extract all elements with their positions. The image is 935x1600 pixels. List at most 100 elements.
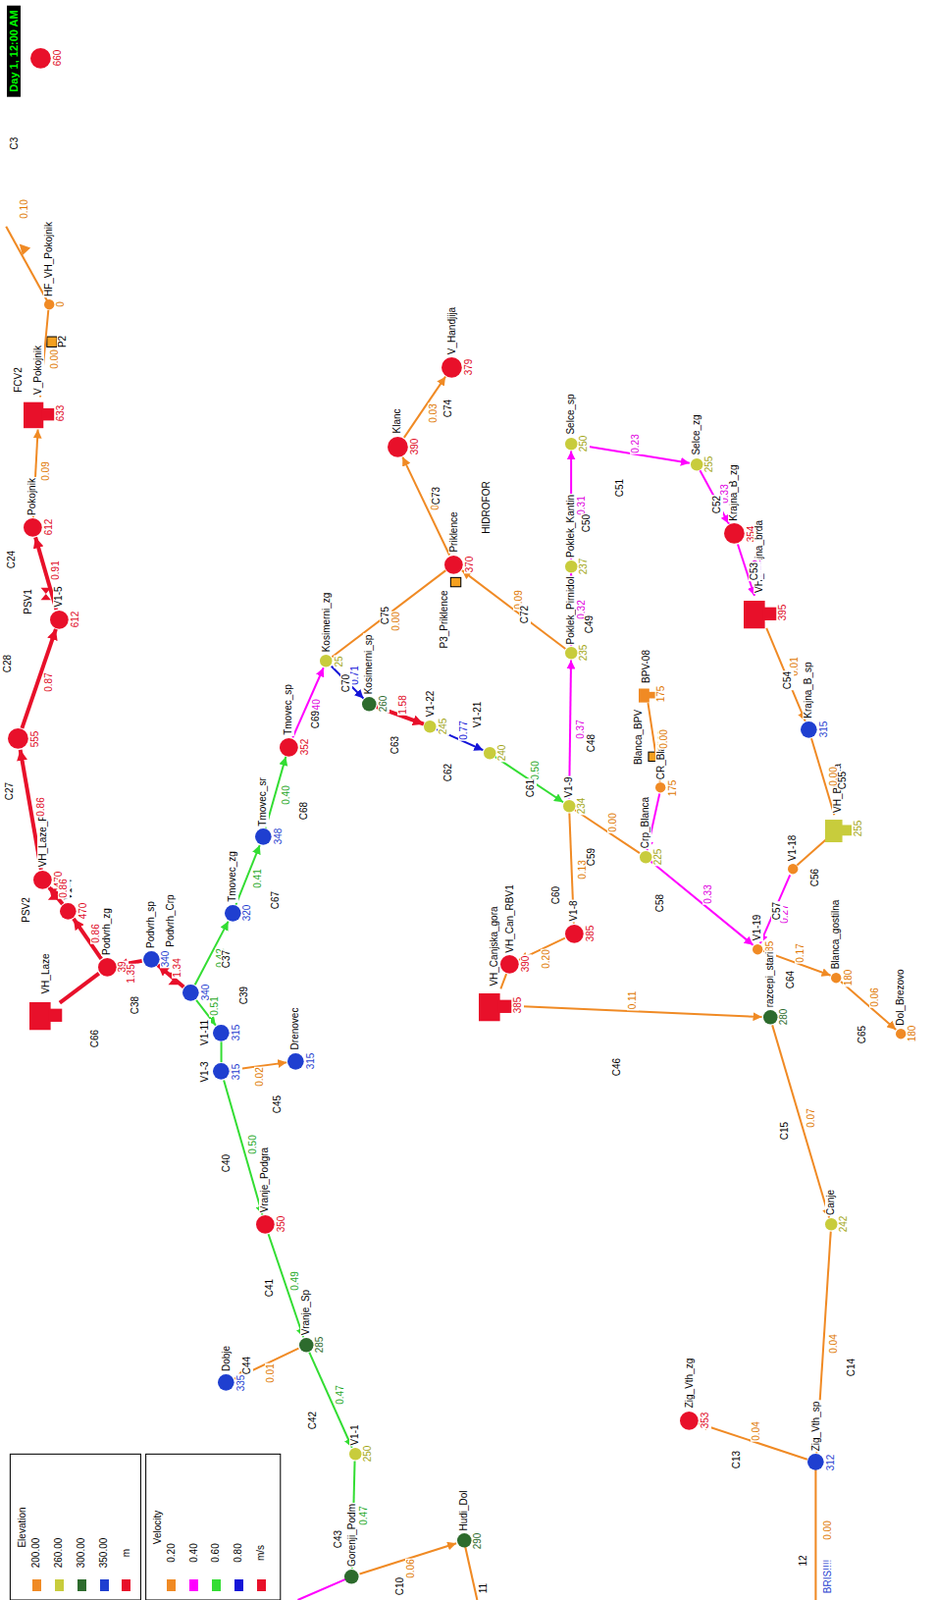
tank-top xyxy=(497,999,511,1013)
junction-node: Zig_Vth_zg353 xyxy=(679,1410,699,1430)
junction-node: Krajna_B_sp315 xyxy=(800,721,818,738)
junction-node: Vranje_Podgra350 xyxy=(256,1214,275,1234)
junction-dot xyxy=(763,1009,779,1025)
junction-dot xyxy=(212,1024,230,1041)
elevation-value: 225 xyxy=(652,847,665,867)
node-name: Blanca_gostilna xyxy=(830,898,842,971)
junction-node: Dobje335 xyxy=(217,1373,235,1391)
junction-dot xyxy=(33,870,52,889)
elevation-value: 250 xyxy=(362,1444,374,1463)
node-name: V1-5 xyxy=(52,585,65,609)
node-symbol xyxy=(212,1062,230,1080)
map-label: C27 xyxy=(3,779,16,800)
map-label: C59 xyxy=(585,846,598,867)
map-label: C37 xyxy=(220,948,233,969)
node-symbol xyxy=(59,902,77,920)
pipe-line xyxy=(500,973,507,988)
map-label: C15 xyxy=(779,1120,791,1141)
map-label: C75 xyxy=(379,605,392,625)
junction-node: Zig_Vth_sp312 xyxy=(807,1453,825,1470)
pipe-line xyxy=(495,756,564,802)
legend-value: 300.00 xyxy=(75,1536,88,1569)
pipe-line xyxy=(766,627,806,722)
elevation-value: 340 xyxy=(159,949,172,969)
node-symbol xyxy=(457,1532,472,1548)
node-symbol xyxy=(483,746,496,759)
node-symbol xyxy=(825,815,852,842)
junction-node: V1-8385 xyxy=(565,924,584,943)
junction-dot xyxy=(319,654,332,667)
node-symbol xyxy=(224,904,242,922)
node-symbol xyxy=(800,721,818,738)
junction-dot xyxy=(23,518,43,537)
elevation-value: 320 xyxy=(241,903,254,923)
map-label: C49 xyxy=(583,614,596,634)
junction-dot xyxy=(212,1062,230,1080)
pipe-line xyxy=(796,837,828,866)
node-name: VH_Laze xyxy=(40,952,52,995)
node-name: Crp_Blanca xyxy=(639,795,652,849)
node-symbol xyxy=(50,610,69,629)
map-label: C38 xyxy=(129,994,142,1015)
legend-swatch xyxy=(77,1578,87,1591)
junction-dot xyxy=(143,950,160,968)
node-symbol xyxy=(217,1373,235,1391)
elevation-value: 245 xyxy=(437,717,450,736)
elevation-value: 260 xyxy=(377,694,390,714)
junction-node: V_Handjija379 xyxy=(441,357,463,378)
legend-swatch xyxy=(121,1578,131,1591)
velocity-label: 0.02 xyxy=(254,1065,266,1087)
junction-node: Poklek_Pirnidol235 xyxy=(565,646,577,659)
junction-node: V1-19185 xyxy=(752,943,763,954)
node-symbol xyxy=(287,1052,305,1070)
legend-value: 0.40 xyxy=(188,1541,201,1562)
legend-value: 0.80 xyxy=(232,1541,245,1562)
junction-dot xyxy=(457,1532,472,1548)
elevation-value: 312 xyxy=(825,1452,837,1471)
junction-dot xyxy=(639,850,652,863)
velocity-label: 0.07 xyxy=(805,1106,818,1128)
map-label: C74 xyxy=(442,398,455,418)
node-symbol xyxy=(565,437,577,450)
map-label: C57 xyxy=(771,900,783,921)
tank-body xyxy=(825,819,843,842)
junction-dot xyxy=(217,1373,235,1391)
elevation-value: 470 xyxy=(77,901,90,921)
map-label: Blanca_BPV xyxy=(632,707,645,765)
elevation-value: 315 xyxy=(818,720,831,739)
junction-node: Gorenji_Podm xyxy=(344,1568,360,1584)
node-symbol xyxy=(724,522,745,544)
node-name: VH_Krajna_brda xyxy=(753,519,766,594)
tank-body xyxy=(638,687,650,702)
node-symbol xyxy=(299,1337,314,1352)
node-symbol xyxy=(256,1214,275,1234)
pipe-line xyxy=(292,667,323,737)
junction-node: Kosimerni_zg25 xyxy=(319,654,332,667)
map-label: C45 xyxy=(271,1093,284,1114)
elevation-value: 255 xyxy=(852,819,865,838)
junction-dot xyxy=(679,1410,699,1430)
map-label: C13 xyxy=(730,1448,743,1468)
velocity-label: 1.34 xyxy=(171,956,184,978)
map-label: 0.10 xyxy=(18,198,31,219)
flow-arrow xyxy=(19,243,31,255)
node-symbol xyxy=(98,957,117,977)
velocity-label: 0.86 xyxy=(90,922,103,943)
junction-dot xyxy=(279,737,299,757)
velocity-label: 0.00 xyxy=(390,610,403,631)
junction-dot xyxy=(299,1337,314,1352)
elevation-value: 25 xyxy=(333,654,346,668)
map-label: C62 xyxy=(442,762,455,782)
elevation-value: 255 xyxy=(703,455,716,474)
node-symbol xyxy=(655,781,666,792)
junction-dot xyxy=(98,957,117,977)
map-label: 11 xyxy=(477,1580,490,1593)
junction-dot xyxy=(444,555,464,574)
node-symbol xyxy=(255,828,272,845)
legend-value: m/s xyxy=(255,1543,267,1561)
junction-dot xyxy=(690,458,703,470)
junction-node: Selce_zg255 xyxy=(690,458,703,470)
legend-swatch xyxy=(257,1578,266,1591)
